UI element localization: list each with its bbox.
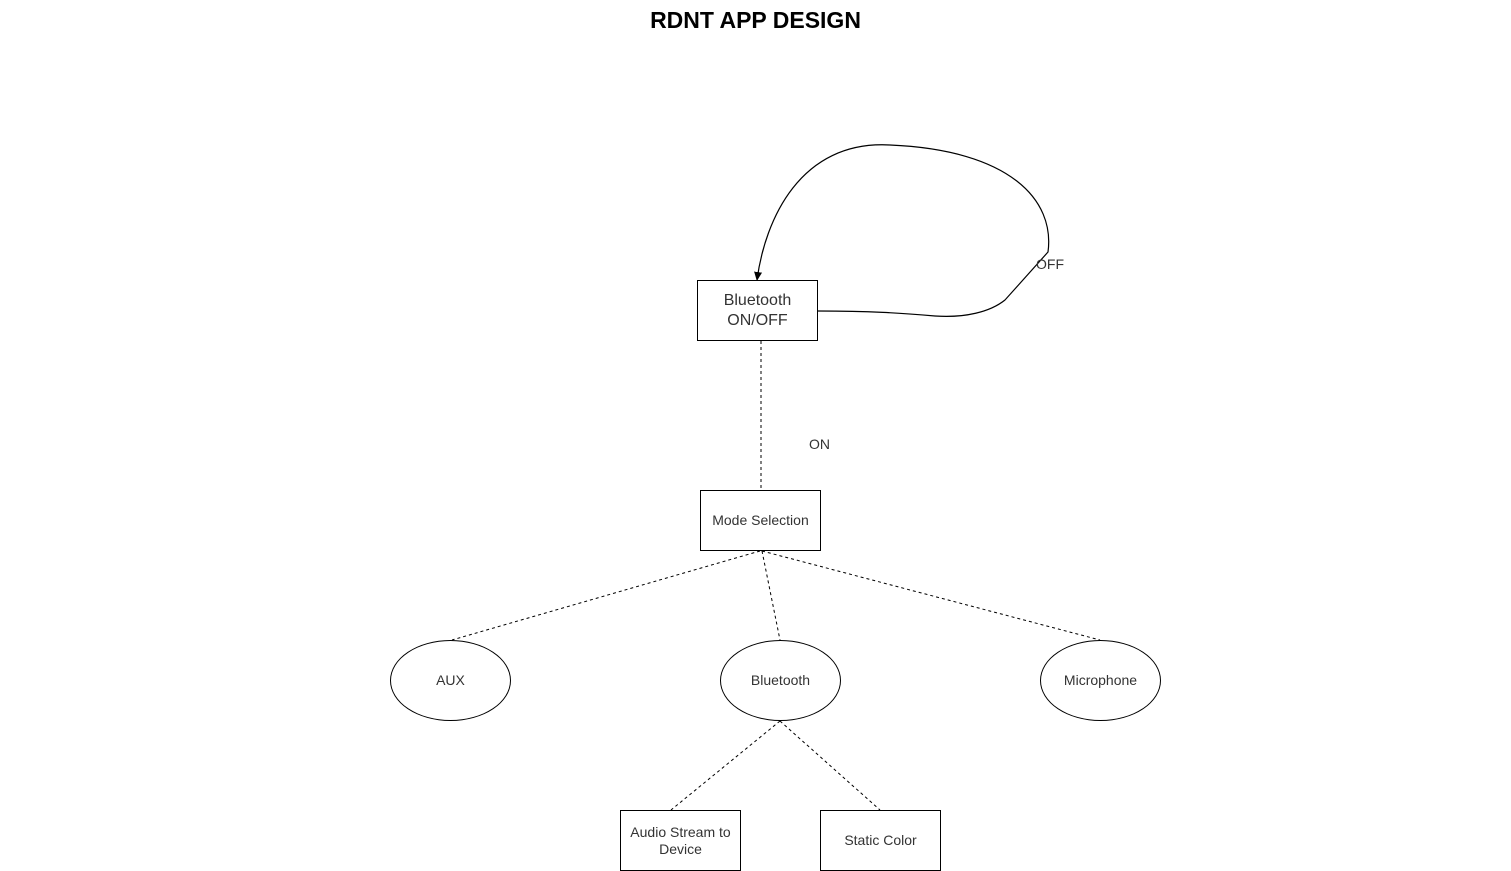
static-color-node[interactable]: Static Color (820, 810, 941, 871)
static-color-label: Static Color (844, 832, 917, 848)
mode-to-microphone-connector (761, 550, 1101, 641)
mode-selection-node[interactable]: Mode Selection (700, 490, 821, 551)
audio-stream-label-line2: Device (659, 840, 702, 857)
on-edge-label: ON (809, 436, 830, 452)
bluetooth-onoff-node[interactable]: Bluetooth ON/OFF (697, 280, 818, 341)
aux-label: AUX (436, 672, 465, 688)
microphone-node[interactable]: Microphone (1040, 640, 1161, 721)
mode-selection-label: Mode Selection (712, 512, 809, 528)
bluetooth-onoff-label-line1: Bluetooth (723, 291, 792, 309)
off-loop-connector (754, 144, 1050, 317)
audio-stream-label-line1: Audio Stream to (630, 823, 731, 840)
bluetooth-mode-label: Bluetooth (750, 672, 811, 688)
bluetooth-mode-node[interactable]: Bluetooth (720, 640, 841, 721)
bluetooth-to-audio-stream-connector (670, 720, 781, 811)
mode-to-aux-connector (451, 550, 761, 641)
microphone-label: Microphone (1063, 672, 1138, 688)
mode-to-bluetooth-connector (761, 550, 781, 641)
bluetooth-onoff-label-line2: ON/OFF (727, 311, 788, 329)
aux-node[interactable]: AUX (390, 640, 511, 721)
audio-stream-node[interactable]: Audio Stream to Device (620, 810, 741, 871)
bluetooth-to-static-color-connector (779, 720, 881, 811)
diagram-title: RDNT APP DESIGN (650, 7, 861, 33)
off-edge-label: OFF (1036, 256, 1064, 272)
